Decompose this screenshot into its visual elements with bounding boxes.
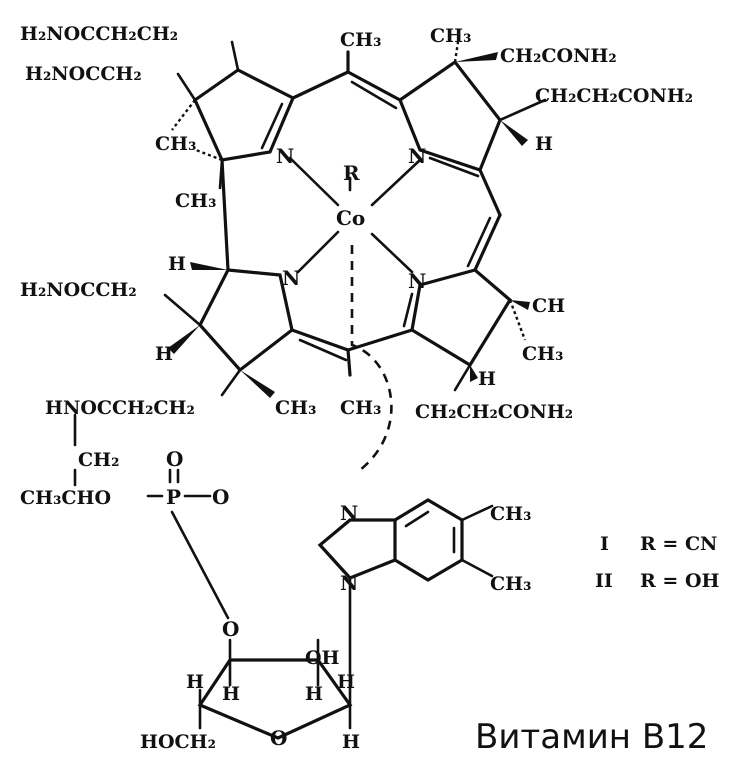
n-top-right-label: N [408, 144, 426, 168]
o-right-label: O [212, 485, 229, 509]
r-label: R [343, 161, 360, 185]
h-sugar-a-label: H [186, 671, 204, 693]
h-sugar-b-label: H [222, 683, 240, 705]
h2noccch2ch2-top-label: H₂NOCCH₂CH₂ [20, 23, 178, 45]
ch2ch2conh2-bot-label: CH₂CH₂CONH₂ [415, 401, 573, 423]
h2noccch2-left-label: H₂NOCCH₂ [20, 279, 137, 301]
h-left-low-label: H [155, 343, 173, 365]
h-sugar-d-label: H [337, 671, 355, 693]
corrin-ring-bonds [73, 40, 547, 740]
h-left-label: H [168, 253, 186, 275]
atom-labels: H₂NOCCH₂CH₂ H₂NOCCH₂ CH₃ CH₃ CH₃ CH₃ CH₂… [20, 23, 693, 753]
legend: I R = CN II R = OH [595, 533, 719, 592]
hnoccch2ch2-label: HNOCCH₂CH₂ [45, 397, 195, 419]
h-sugar-c-label: H [305, 683, 323, 705]
ch3-bzim-b-label: CH₃ [490, 573, 531, 595]
ch2ch2conh2-right-label: CH₂CH₂CONH₂ [535, 85, 693, 107]
h-bot-right-label: H [478, 368, 496, 390]
o-ring-label: O [270, 726, 287, 750]
h2noccch2-top-label: H₂NOCCH₂ [25, 63, 142, 85]
ch3-top-mid-label: CH₃ [340, 29, 381, 51]
ch-right-label: CH [532, 295, 565, 317]
n-bot-left-label: N [282, 266, 300, 290]
ch3-top-right-label: CH₃ [430, 25, 471, 47]
ch3-bot-b-label: CH₃ [340, 397, 381, 419]
n-bzim-top-label: N [340, 501, 358, 525]
o-sugar-left-label: O [222, 617, 239, 641]
ch2conh2-right-label: CH₂CONH₂ [500, 45, 617, 67]
ch2-chain-label: CH₂ [78, 449, 119, 471]
legend-text-2: R = OH [640, 570, 719, 592]
co-label: Co [336, 206, 365, 230]
n-top-left-label: N [276, 144, 294, 168]
oh-sugar-label: OH [305, 647, 340, 669]
h-sugar-e-label: H [342, 731, 360, 753]
n-bot-right-label: N [408, 269, 426, 293]
ch3-left-b-label: CH₃ [175, 190, 216, 212]
legend-numeral-2: II [595, 570, 613, 592]
hoch2-label: HOCH₂ [140, 731, 216, 753]
legend-numeral-1: I [600, 533, 609, 555]
n-bzim-bot-label: N [340, 571, 358, 595]
ch3-left-a-label: CH₃ [155, 133, 196, 155]
ch3-bzim-a-label: CH₃ [490, 503, 531, 525]
o-top-label: O [166, 447, 183, 471]
caption: Витамин B12 [475, 717, 708, 757]
legend-text-1: R = CN [640, 533, 717, 555]
ch3cho-label: CH₃CHO [20, 487, 111, 509]
h-right-label: H [535, 133, 553, 155]
phosphorus-label: P [166, 485, 181, 509]
ch3-right-low-label: CH₃ [522, 343, 563, 365]
ch3-bot-a-label: CH₃ [275, 397, 316, 419]
